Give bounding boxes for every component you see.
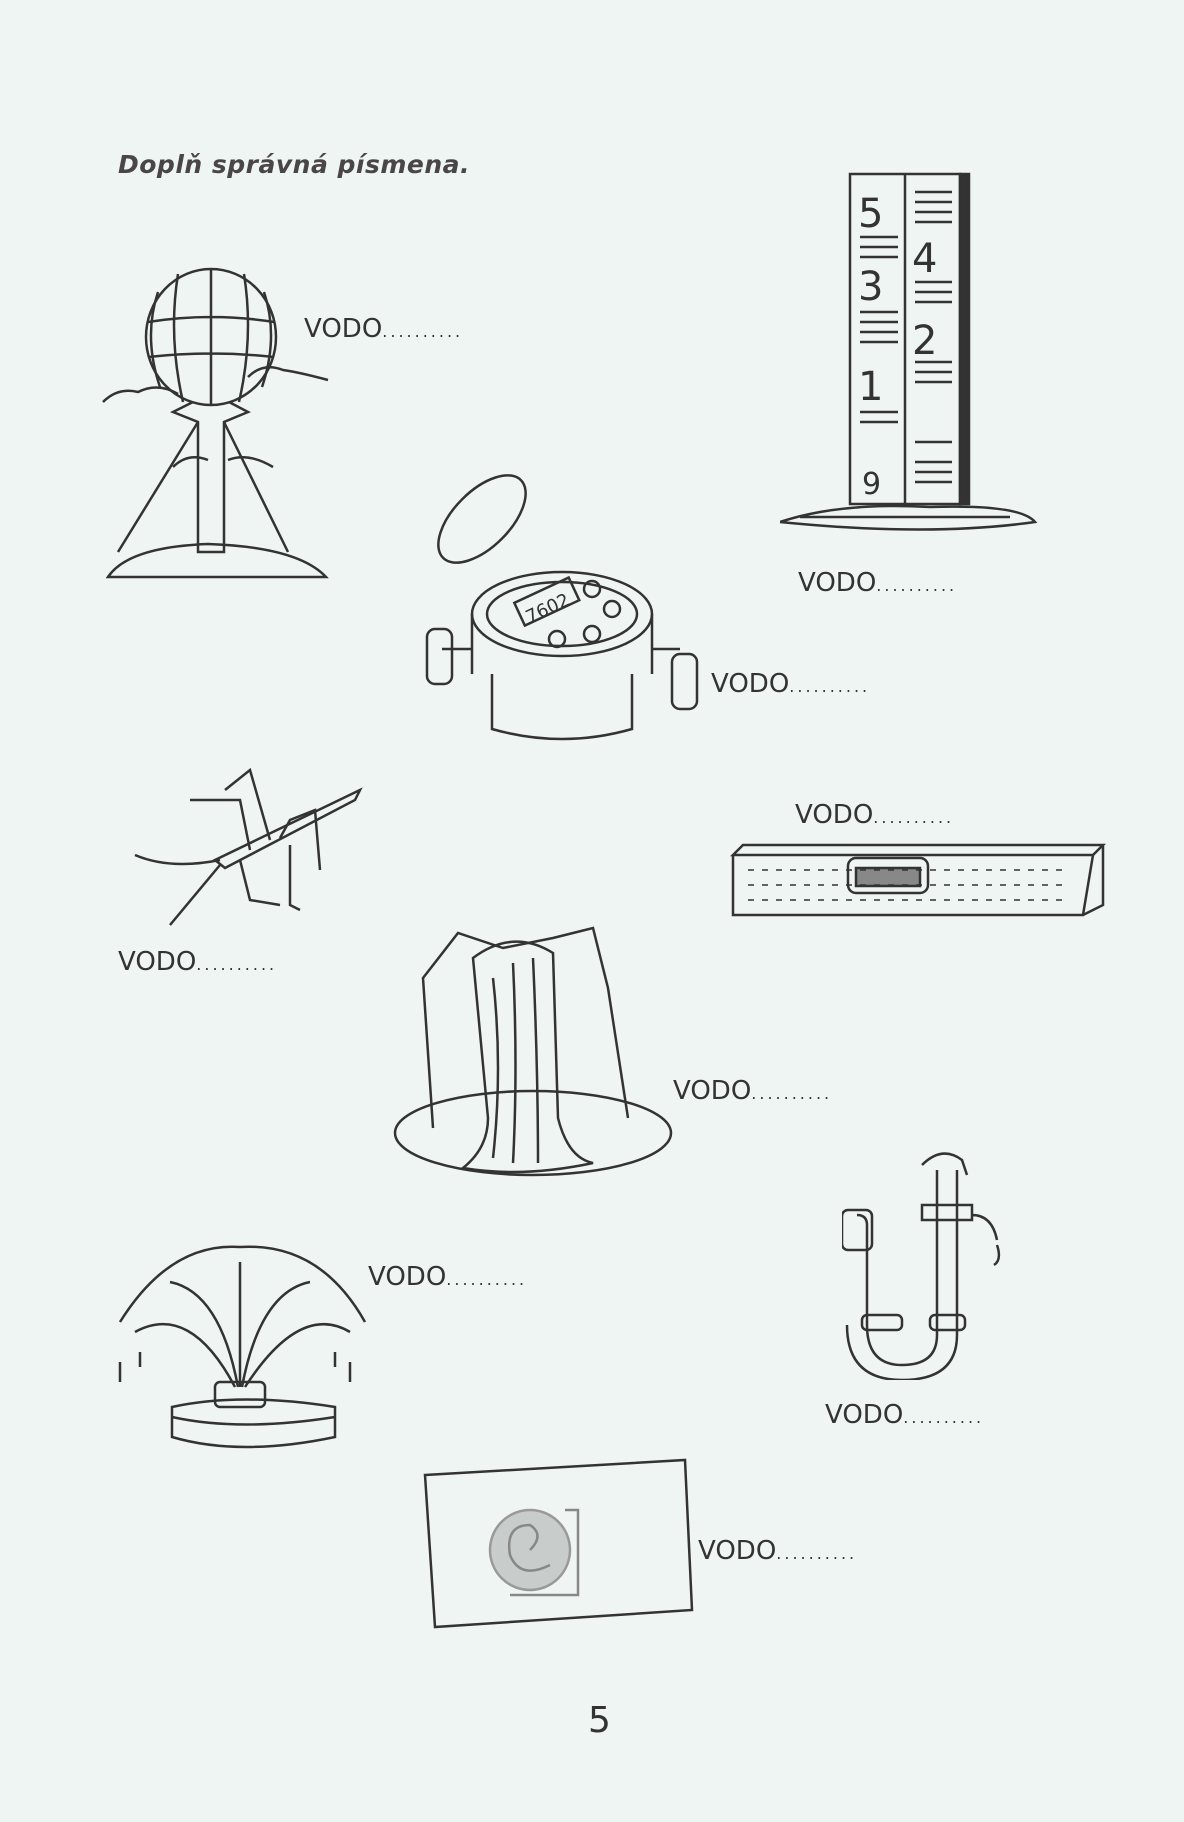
answer-line-water-strider[interactable]: VODO..........	[118, 947, 278, 977]
answer-line-water-gauge[interactable]: VODO..........	[798, 568, 958, 598]
answer-line-waterfall[interactable]: VODO..........	[673, 1076, 833, 1106]
water-strider-picture	[130, 760, 370, 930]
water-pipe-picture	[840, 1145, 1057, 1382]
fountain-picture	[110, 1242, 375, 1457]
answer-line-watermark[interactable]: VODO..........	[698, 1536, 858, 1566]
gauge-number: 9	[862, 467, 881, 502]
spirit-level-picture	[728, 810, 1113, 960]
gauge-number: 1	[858, 364, 883, 410]
water-meter-picture: 7602	[422, 474, 702, 749]
instruction-heading: Doplň správná písmena.	[118, 150, 471, 179]
answer-line-water-pipe[interactable]: VODO..........	[825, 1400, 985, 1430]
gauge-number: 3	[858, 264, 883, 310]
watermark-picture	[420, 1455, 695, 1633]
page-number: 5	[588, 1700, 611, 1741]
answer-line-water-meter[interactable]: VODO..........	[711, 669, 871, 699]
waterfall-picture	[393, 918, 678, 1180]
gauge-number: 2	[912, 318, 937, 364]
water-gauge-picture: 5 4 3 2 1 9	[779, 172, 1038, 550]
answer-line-water-tower[interactable]: VODO..........	[304, 314, 464, 344]
gauge-number: 5	[858, 191, 883, 237]
water-tower-picture	[98, 262, 333, 597]
gauge-number: 4	[912, 236, 937, 282]
answer-line-fountain[interactable]: VODO..........	[368, 1262, 528, 1292]
answer-line-spirit-level[interactable]: VODO..........	[795, 800, 955, 830]
